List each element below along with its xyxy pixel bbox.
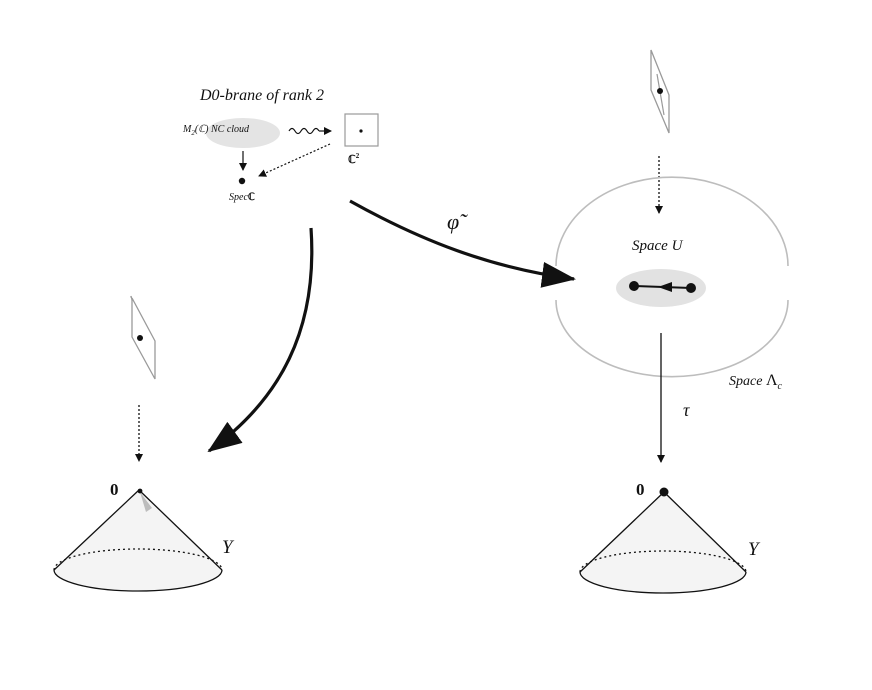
right-cone-base-front	[579, 571, 747, 594]
right-apex-point	[659, 487, 669, 497]
right-plane-point	[657, 88, 663, 94]
right-plane-line	[656, 73, 665, 116]
left-apex-label: 0	[110, 480, 119, 499]
c2-to-spec-dotted-arrow	[258, 143, 331, 177]
right-cone-fill	[580, 492, 746, 593]
space-u-left-point	[629, 281, 639, 291]
left-plane-point	[137, 335, 143, 341]
right-cone-edge-r	[663, 491, 747, 573]
space-lambda-upper-arc	[555, 176, 789, 267]
left-cone-label: Y	[222, 537, 235, 558]
left-cone-base-front	[53, 569, 223, 592]
c2-label: ℂ2	[348, 152, 360, 166]
space-u-arrowhead	[658, 282, 672, 292]
spec-point	[238, 177, 246, 185]
c2-point	[359, 129, 363, 133]
space-lambda-label: Space Λc	[729, 372, 783, 392]
left-cone-edge-l	[53, 489, 140, 571]
spec-label: Specℂ	[229, 192, 255, 203]
arrow-to-left-cone	[207, 227, 314, 453]
phi-label: φ̃	[447, 209, 468, 234]
left-tangent-plane-outline	[131, 297, 156, 380]
space-u-right-point	[686, 283, 696, 293]
right-cone-edge-l	[579, 491, 665, 573]
nc-cloud-shape	[206, 118, 280, 148]
squiggle-arrow-shaft	[288, 127, 320, 135]
left-cone-base-back	[53, 548, 223, 571]
left-cone-tip-mark	[140, 492, 152, 512]
arrow-phi	[349, 199, 576, 288]
title-d0-brane: D0-brane of rank 2	[199, 87, 324, 104]
left-apex-point	[137, 488, 143, 494]
nc-cloud-label: M2(ℂ) NC cloud	[182, 124, 250, 137]
tau-label: τ	[683, 400, 690, 420]
right-apex-label: 0	[636, 480, 645, 499]
left-cone-fill	[54, 490, 222, 591]
space-lambda-lower-arc	[555, 299, 789, 378]
right-cone-label: Y	[748, 539, 761, 560]
left-cone-edge-r	[138, 489, 223, 571]
space-u-label: Space U	[632, 238, 684, 254]
